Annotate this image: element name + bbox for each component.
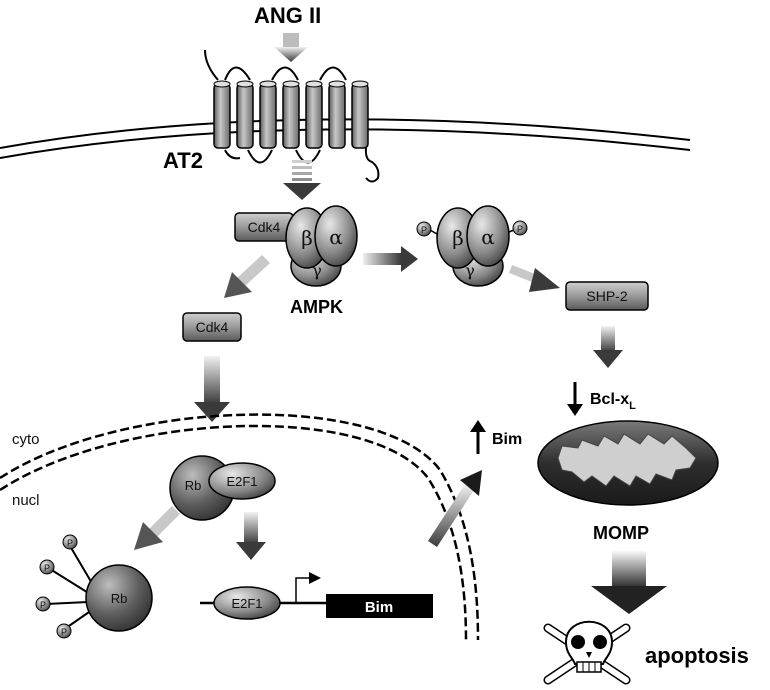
ampk-to-shp2-arrow: [509, 265, 560, 292]
rb-complex-label: Rb: [185, 478, 202, 493]
at2-receptor: [204, 49, 380, 183]
rb-e2f1-complex: Rb E2F1: [169, 455, 276, 521]
phospho-ampk-beta-label: β: [452, 226, 464, 250]
cyto-label: cyto: [12, 431, 40, 448]
bim-gene-label: Bim: [365, 599, 393, 616]
phospho-rb-1: [62, 534, 78, 550]
phospho-rb: Rb P P P P: [35, 534, 153, 639]
cdk4-free-label: Cdk4: [196, 319, 229, 335]
cdk4-release-arrow: [224, 255, 270, 298]
phospho-right-label: P: [517, 224, 523, 234]
bcl-main-label: Bcl-x: [590, 391, 629, 408]
ampk-alpha-label: α: [329, 225, 343, 249]
phospho-rb-4-label: P: [61, 627, 67, 637]
phospho-group-right: [512, 220, 528, 236]
rb-free-label: Rb: [111, 591, 128, 606]
momp-label: MOMP: [593, 523, 649, 543]
momp-arrow: [591, 550, 667, 614]
receptor-activation-arrow: [283, 160, 321, 200]
receptor-icon: [213, 80, 369, 149]
bim-gene-promoter: E2F1 Bim: [200, 572, 433, 620]
shp2-to-bcl-arrow: [593, 326, 623, 368]
bim-gene-box: [326, 594, 433, 618]
svg-text:Bcl-xL: Bcl-xL: [590, 391, 636, 412]
phospho-rb-2: [39, 559, 55, 575]
cdk4-free-box: Cdk4: [182, 312, 242, 342]
e2f1-promoter-label: E2F1: [231, 596, 262, 611]
cdk4-complex-label: Cdk4: [248, 219, 281, 235]
bim-up-label: Bim: [492, 431, 522, 448]
at2-label: AT2: [163, 148, 203, 173]
skull-crossbones-icon: [543, 620, 631, 685]
nuclear-membrane: [0, 413, 480, 641]
e2f1-complex-label: E2F1: [226, 474, 257, 489]
mitochondrion-icon: [537, 420, 719, 506]
ang-ii-label: ANG II: [254, 3, 321, 28]
phospho-ampk-gamma-label: γ: [465, 261, 475, 280]
cdk4-complex-box: Cdk4: [234, 212, 294, 242]
ampk-complex: β α γ: [285, 205, 358, 287]
transcription-start-icon: [295, 572, 321, 603]
phospho-rb-3-label: P: [40, 600, 46, 610]
cdk4-to-nucleus-arrow: [194, 356, 230, 422]
bcl-sub-label: L: [629, 400, 636, 412]
phospho-ampk-complex: β α γ P P: [416, 205, 528, 287]
bcl-xl-down: Bcl-xL: [567, 382, 636, 416]
phospho-rb-4: [56, 623, 72, 639]
phospho-group-left: [416, 221, 432, 237]
apoptosis-label: apoptosis: [645, 643, 749, 668]
down-arrow-icon: [567, 404, 583, 416]
shp2-label: SHP-2: [586, 288, 627, 304]
phospho-ampk-alpha-label: α: [481, 225, 495, 249]
bim-export-arrow: [428, 470, 482, 547]
nucl-label: nucl: [12, 492, 40, 509]
shp2-box: SHP-2: [565, 281, 649, 311]
phospho-rb-2-label: P: [44, 563, 50, 573]
ampk-beta-label: β: [301, 226, 313, 250]
phospho-rb-1-label: P: [67, 538, 73, 548]
ampk-phosphorylation-arrow: [363, 246, 418, 272]
e2f1-release-arrow: [236, 512, 266, 560]
ampk-gamma-label: γ: [312, 261, 322, 280]
ang-ii-arrow: [274, 33, 308, 62]
phospho-left-label: P: [421, 225, 427, 235]
phospho-rb-3: [35, 596, 51, 612]
up-arrow-icon: [470, 420, 486, 432]
ampk-label: AMPK: [290, 297, 343, 317]
rb-release-arrow: [134, 506, 180, 550]
bim-up: Bim: [470, 420, 522, 454]
